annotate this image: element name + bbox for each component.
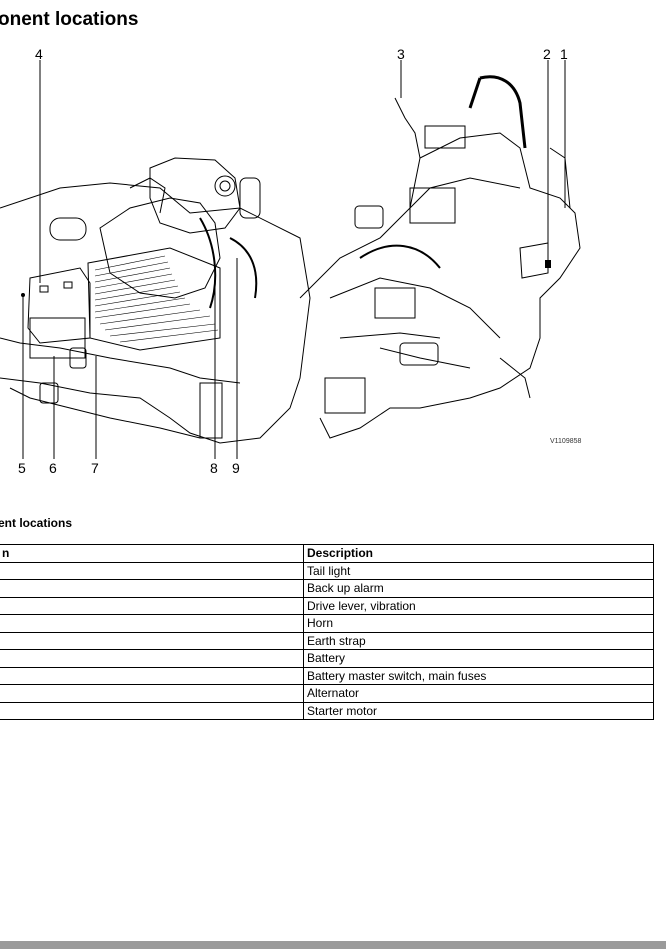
item-cell — [0, 596, 304, 615]
table-row: Horn — [0, 614, 654, 633]
description-cell: Tail light — [303, 561, 654, 580]
callout-4: 4 — [35, 46, 43, 62]
machine-illustration — [0, 60, 581, 459]
description-cell: Back up alarm — [303, 579, 654, 598]
header-item: n — [0, 544, 304, 563]
table-row: Starter motor — [0, 701, 654, 720]
table-row: Battery — [0, 649, 654, 668]
item-cell — [0, 631, 304, 650]
callout-7: 7 — [91, 460, 99, 476]
callout-1: 1 — [560, 46, 568, 62]
item-cell — [0, 701, 304, 720]
page-title: onent locations — [0, 9, 139, 30]
table-row: Battery master switch, main fuses — [0, 666, 654, 685]
table-row: Drive lever, vibration — [0, 596, 654, 615]
description-cell: Alternator — [303, 684, 654, 703]
description-cell: Battery master switch, main fuses — [303, 666, 654, 685]
item-cell — [0, 684, 304, 703]
table-row: Tail light — [0, 561, 654, 580]
item-cell — [0, 579, 304, 598]
item-cell — [0, 561, 304, 580]
callout-3: 3 — [397, 46, 405, 62]
header-description: Description — [303, 544, 654, 563]
description-cell: Battery — [303, 649, 654, 668]
callout-8: 8 — [210, 460, 218, 476]
description-cell: Starter motor — [303, 701, 654, 720]
table-header-row: n Description — [0, 544, 654, 563]
callout-5: 5 — [18, 460, 26, 476]
description-cell: Earth strap — [303, 631, 654, 650]
item-cell — [0, 649, 304, 668]
table-row: Back up alarm — [0, 579, 654, 598]
item-cell — [0, 614, 304, 633]
description-cell: Drive lever, vibration — [303, 596, 654, 615]
item-cell — [0, 666, 304, 685]
description-cell: Horn — [303, 614, 654, 633]
table-row: Earth strap — [0, 631, 654, 650]
callout-2: 2 — [543, 46, 551, 62]
figure-id: V1109858 — [550, 438, 582, 445]
component-table: n Description Tail light Back up alarm D… — [0, 544, 654, 720]
component-location-drawing: 1 2 3 4 5 6 7 8 9 — [0, 38, 600, 480]
table-title: ent locations — [0, 516, 73, 530]
callout-6: 6 — [49, 460, 57, 476]
callout-9: 9 — [232, 460, 240, 476]
table-row: Alternator — [0, 684, 654, 703]
page-bottom-bar — [0, 941, 666, 949]
